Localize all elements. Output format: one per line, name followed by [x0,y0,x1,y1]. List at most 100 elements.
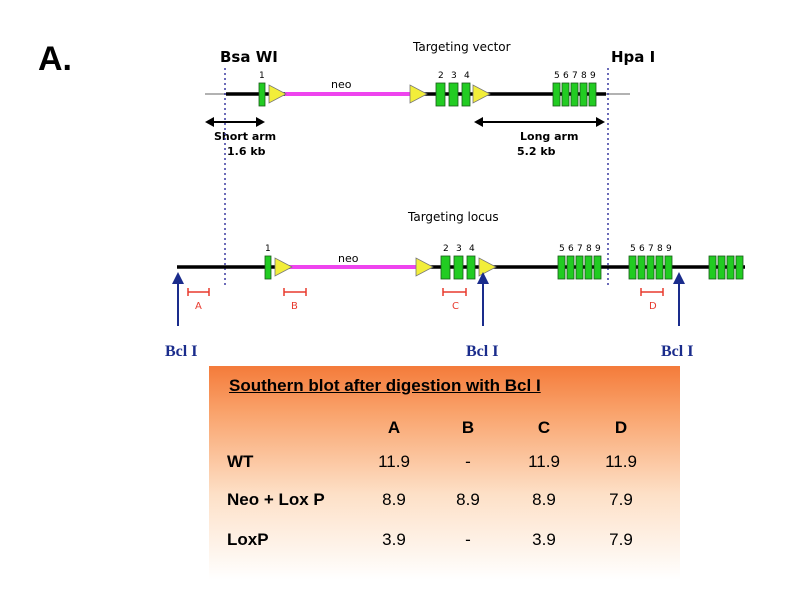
cell-loxp-a: 3.9 [382,530,406,549]
locus-far-exon-d [735,255,744,280]
locus-exon-label-5: 5 [559,244,565,254]
locus-neo-label: neo [338,252,359,265]
vector-exon-label-9: 9 [590,71,596,81]
probe-d-label: D [649,301,657,312]
locus-far-exon-a [708,255,717,280]
locus-downstream-exon-8 [655,255,664,280]
locus-exon-9 [593,255,602,280]
vector-loxp-2 [409,84,428,104]
vector-exon-label-4: 4 [464,71,470,81]
targeting-locus: Targeting locus neo 1 2 3 4 5 6 7 8 9 [165,210,745,360]
probe-c-label: C [452,301,459,312]
cell-loxp-c: 3.9 [532,530,556,549]
locus-exon-5 [557,255,566,280]
vector-loxp-3 [472,84,491,104]
cell-neo-loxp-c: 8.9 [532,490,556,509]
vector-title: Targeting vector [412,40,511,54]
vector-exon-2 [435,82,446,107]
probe-a-bar [187,288,210,296]
locus-loxp-2 [415,257,434,277]
cell-neo-loxp-a: 8.9 [382,490,406,509]
bcl-site-label-1: Bcl I [165,343,197,360]
vector-neo-label: neo [331,78,352,91]
vector-exon-label-2: 2 [438,71,444,81]
vector-exon-label-5: 5 [554,71,560,81]
hpai-site-label: Hpa I [611,48,655,66]
vector-exon-label-7: 7 [572,71,578,81]
locus-exon-4 [466,255,476,280]
short-arm-arrow [205,117,265,127]
long-arm-arrow [474,117,605,127]
vector-exon-1 [258,82,266,107]
vector-exon-6 [561,82,570,107]
locus-exon-3 [453,255,464,280]
short-arm-size: 1.6 kb [227,145,266,158]
locus-far-exon-c [726,255,735,280]
vector-exon-label-8: 8 [581,71,587,81]
long-arm-label: Long arm [520,130,578,143]
locus-loxp-1 [274,257,293,277]
vector-exon-7 [570,82,579,107]
bcl-site-label-2: Bcl I [466,343,498,360]
bcl-site-label-3: Bcl I [661,343,693,360]
locus-exon-label-4: 4 [469,244,475,254]
vector-exon-8 [579,82,588,107]
column-header-b: B [461,418,475,437]
vector-exon-label-3: 3 [451,71,457,81]
vector-exon-5 [552,82,561,107]
locus-loxp-3 [478,257,497,277]
cell-neo-loxp-d: 7.9 [609,490,633,509]
table-title: Southern blot after digestion with Bcl I [229,376,541,395]
locus-exon-7 [575,255,584,280]
locus-far-exon-b [717,255,726,280]
cell-neo-loxp-b: 8.9 [456,490,480,509]
vector-exon-9 [588,82,597,107]
bcl-site-arrow-3 [673,272,685,326]
vector-loxp-1 [268,84,287,104]
targeting-vector: Targeting vector Bsa WI Hpa I neo 1 2 3 … [205,40,655,158]
cell-wt-b: - [465,452,471,471]
probe-b-bar [283,288,307,296]
probe-b-label: B [291,301,298,312]
locus-downstream-exon-label-6: 6 [639,244,645,254]
locus-downstream-exon-label-8: 8 [657,244,663,254]
short-arm-label: Short arm [214,130,276,143]
row-label-loxp: LoxP [227,530,269,549]
locus-downstream-exon-label-7: 7 [648,244,654,254]
locus-downstream-exon-9 [664,255,673,280]
probe-a-label: A [195,301,202,312]
column-header-d: D [614,418,628,437]
locus-title: Targeting locus [407,210,499,224]
column-header-c: C [537,418,551,437]
cell-wt-d: 11.9 [605,452,637,471]
long-arm-size: 5.2 kb [517,145,556,158]
cell-wt-c: 11.9 [528,452,560,471]
row-label-wt: WT [227,452,254,471]
locus-exon-1 [264,255,272,280]
vector-exon-4 [461,82,471,107]
locus-exon-2 [440,255,451,280]
cell-wt-a: 11.9 [378,452,410,471]
locus-exon-label-1: 1 [265,244,271,254]
panel-label: A. [38,40,72,78]
locus-exon-label-7: 7 [577,244,583,254]
locus-exon-label-9: 9 [595,244,601,254]
locus-exon-label-6: 6 [568,244,574,254]
vector-exon-3 [448,82,459,107]
locus-exon-6 [566,255,575,280]
locus-downstream-exon-6 [637,255,646,280]
locus-downstream-exon-5 [628,255,637,280]
bcl-site-arrow-2 [477,272,489,326]
southern-blot-table: Southern blot after digestion with Bcl I… [209,366,680,580]
probe-d-bar [640,288,664,296]
cell-loxp-b: - [465,530,471,549]
bsawi-site-label: Bsa WI [220,48,278,66]
bcl-site-arrow-1 [172,272,184,326]
locus-downstream-exon-label-5: 5 [630,244,636,254]
row-label-neo-loxp: Neo + Lox P [227,490,325,509]
vector-exon-label-1: 1 [259,71,265,81]
vector-exon-label-6: 6 [563,71,569,81]
column-header-a: A [387,418,401,437]
locus-downstream-exon-label-9: 9 [666,244,672,254]
